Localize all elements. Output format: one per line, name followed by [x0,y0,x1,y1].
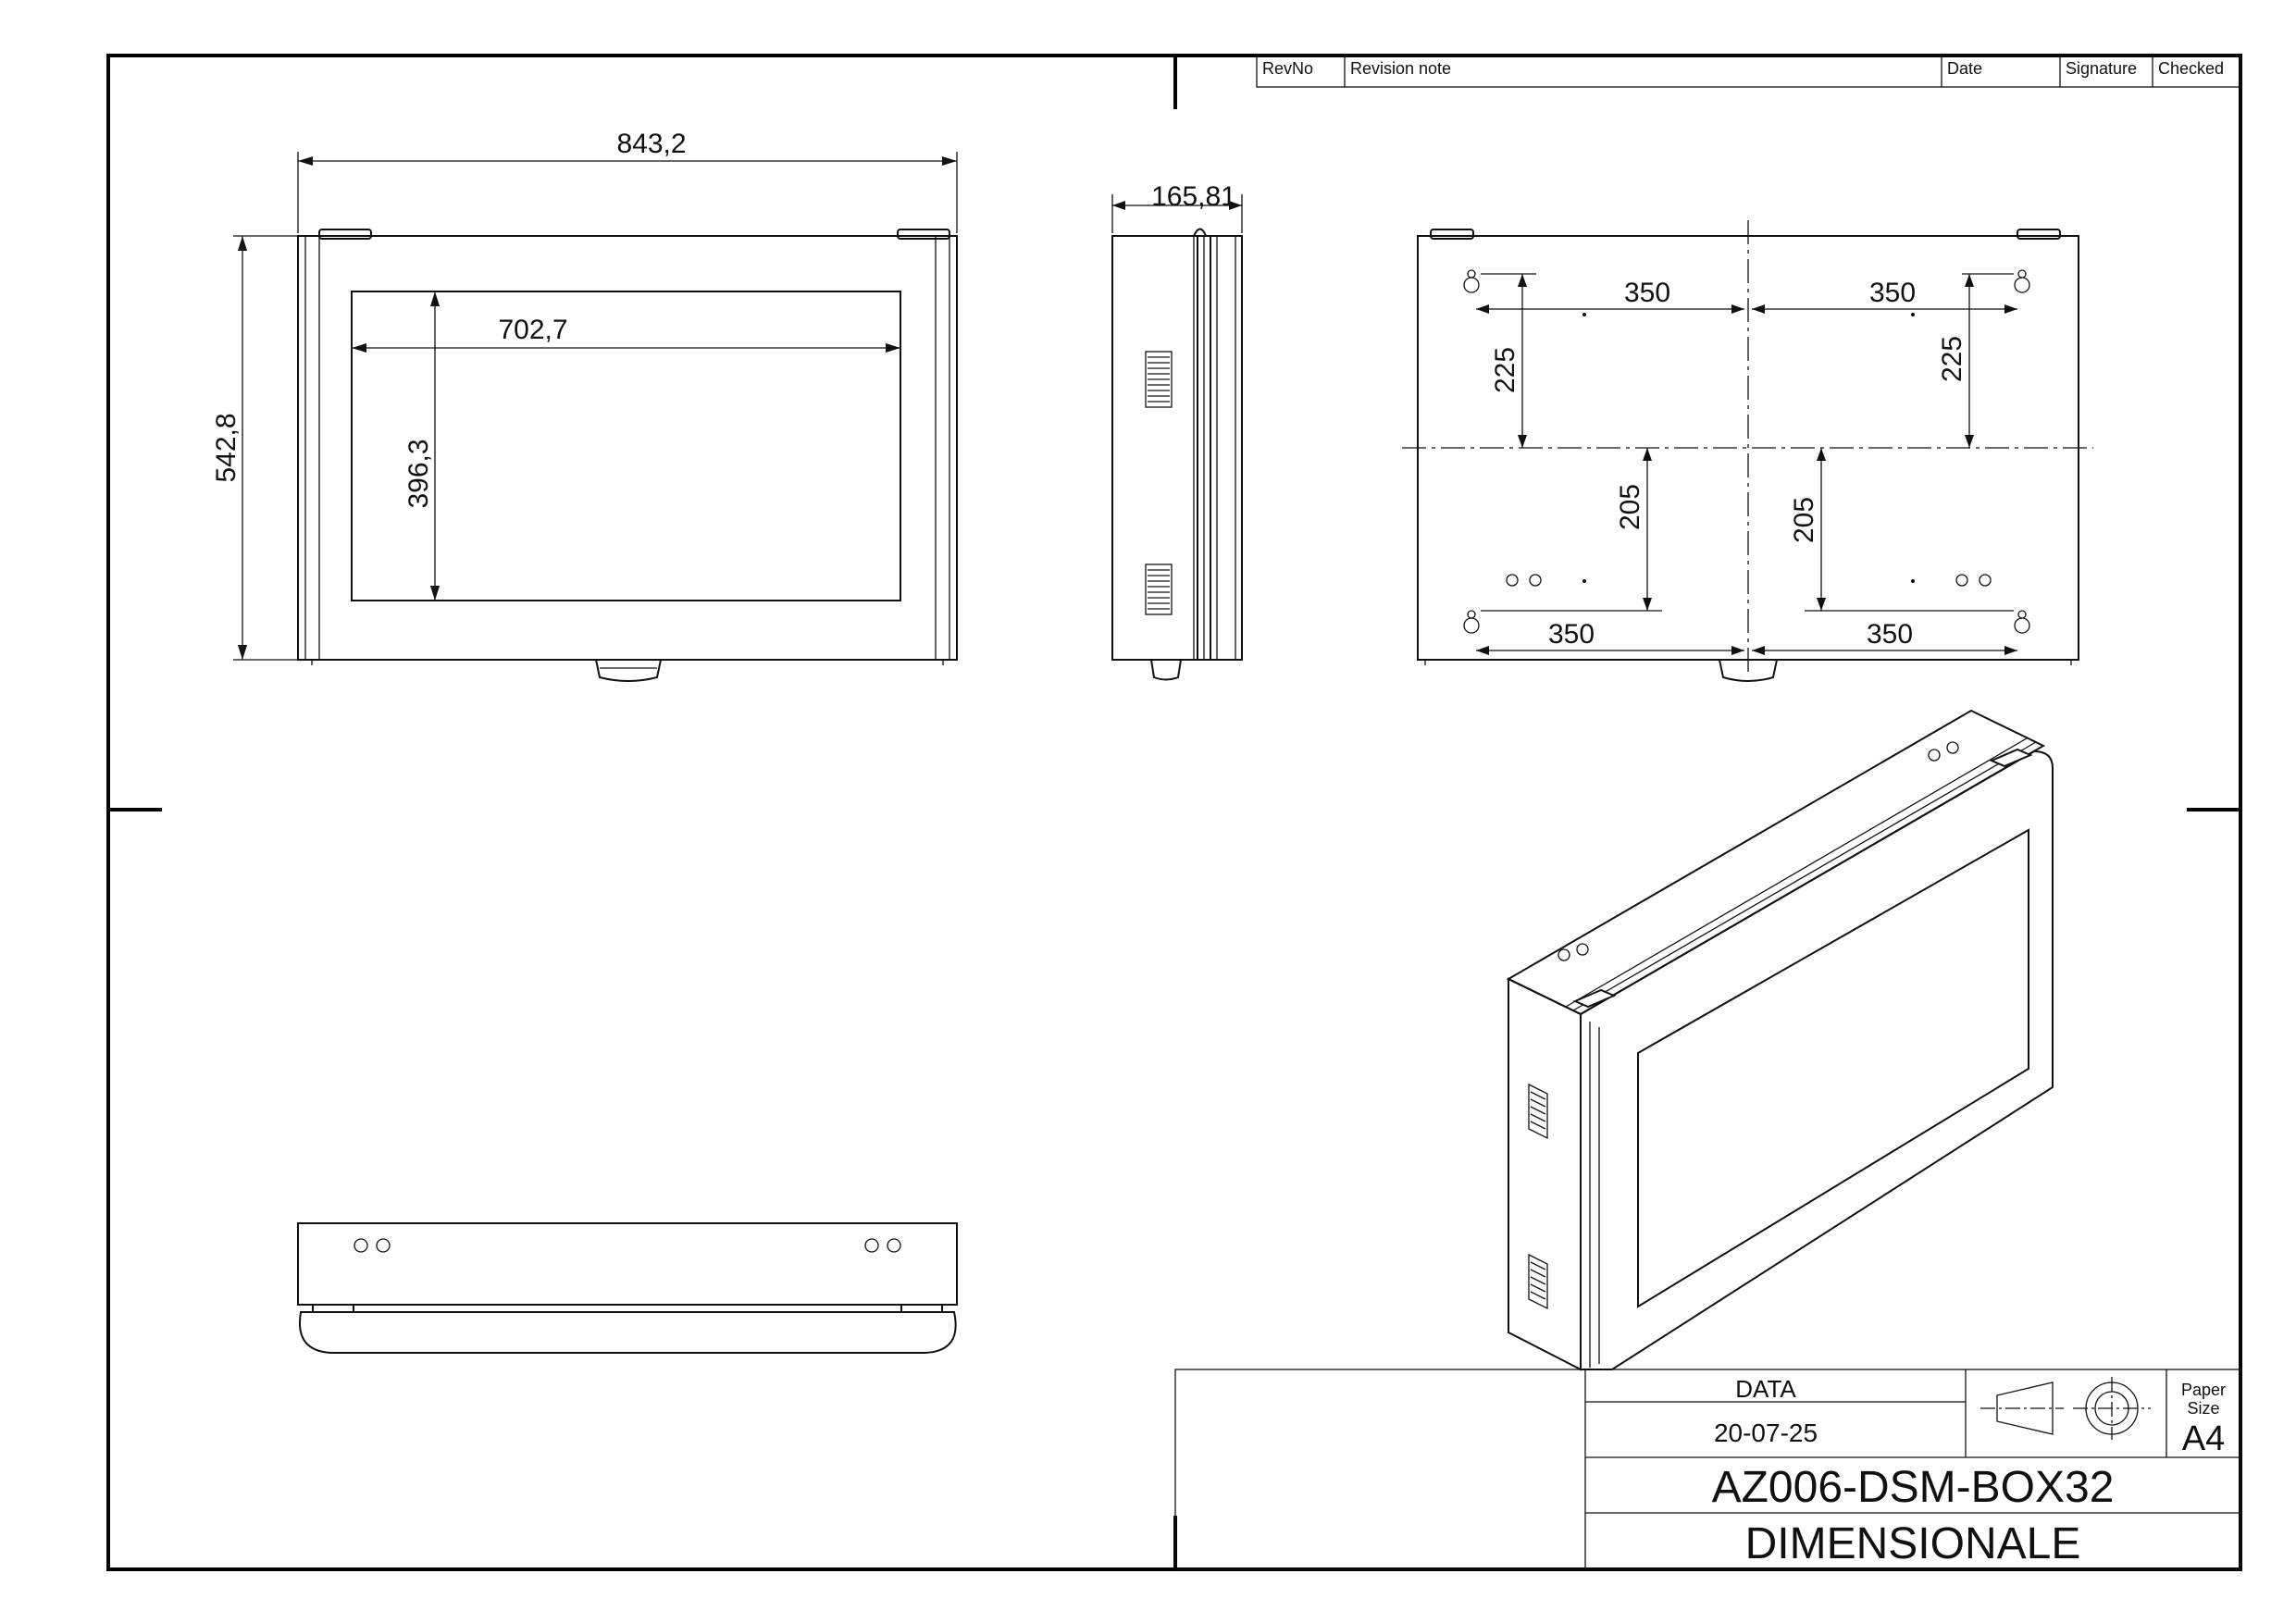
dim-lower-right-height: 205 [1789,497,1819,543]
rev-header-note: Revision note [1350,59,1451,78]
dim-overall-height: 542,8 [211,413,242,482]
dim-depth: 165,81 [1151,181,1236,212]
first-angle-projection-icon [1980,1377,2151,1440]
dim-upper-left-spacing: 350 [1624,278,1670,308]
dim-lower-right-spacing: 350 [1867,619,1913,650]
dim-overall-width: 843,2 [616,129,686,159]
side-view: 165,81 [1111,181,1243,681]
side-vent-upper [1145,351,1173,408]
dim-screen-width: 702,7 [498,315,567,345]
isometric-view [1506,709,2054,1371]
dim-lower-left-spacing: 350 [1548,619,1595,650]
drawing-number: AZ006-DSM-BOX32 [1712,1463,2115,1512]
side-vent-lower [1145,564,1173,615]
top-view [297,1222,958,1354]
cable-hole-icon [1506,574,1992,587]
paper-size-value: A4 [2182,1419,2225,1458]
revision-table: RevNo Revision note Date Signature Check… [1256,55,2241,88]
drawing-title: DIMENSIONALE [1745,1519,2081,1568]
dim-screen-height: 396,3 [403,439,434,508]
cable-hole-icon [1558,741,1959,961]
rev-header-revno: RevNo [1262,59,1313,78]
drawing-date: 20-07-25 [1714,1419,1818,1447]
rev-header-signature: Signature [2066,59,2137,78]
dim-upper-right-spacing: 350 [1869,278,1916,308]
data-label: DATA [1735,1375,1796,1403]
dim-lower-left-height: 205 [1615,484,1645,530]
dim-upper-left-height: 225 [1490,347,1520,393]
rev-header-date: Date [1947,59,1982,78]
iso-vent-lower [1528,1253,1548,1310]
keyhole-mount-icon [1463,269,2030,634]
cable-hole-icon [354,1238,901,1253]
rear-view: 350 350 225 225 205 205 350 350 [1402,220,2093,682]
sheet-frame [106,54,2242,1571]
dim-upper-right-height: 225 [1937,336,1967,382]
rev-header-checked: Checked [2158,59,2224,78]
iso-vent-upper [1528,1083,1548,1140]
front-view: 843,2 542,8 702,7 396,3 [211,129,958,682]
